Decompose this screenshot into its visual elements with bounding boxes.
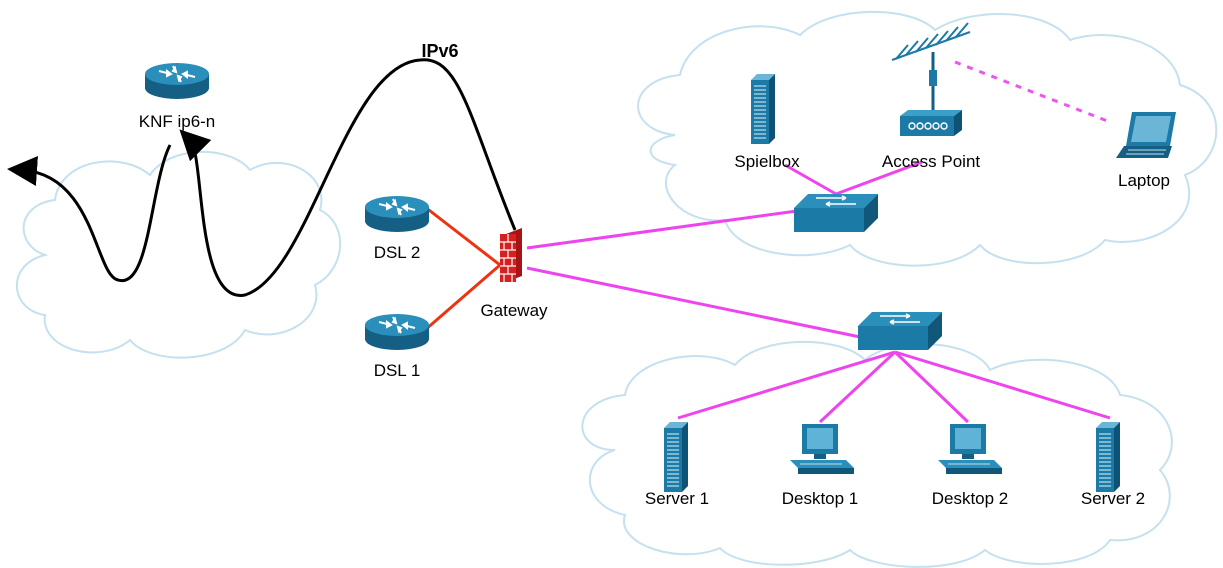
access-point-label: Access Point xyxy=(882,152,981,171)
router-icon[interactable] xyxy=(144,62,210,100)
spielbox-label: Spielbox xyxy=(734,152,800,171)
access-point-icon[interactable] xyxy=(900,110,962,136)
dsl2-label: DSL 2 xyxy=(374,243,421,262)
router-icon[interactable] xyxy=(364,313,430,351)
ipv6-tunnel-line xyxy=(179,58,517,297)
tunnel-label: IPv6 xyxy=(421,41,458,61)
wlan-link xyxy=(954,60,1111,124)
gateway-label: Gateway xyxy=(480,301,548,320)
server1-label: Server 1 xyxy=(645,489,709,508)
lan-links xyxy=(526,160,1111,424)
switch-icon[interactable] xyxy=(857,311,943,351)
switch-icon[interactable] xyxy=(793,193,879,233)
knf-router-label: KNF ip6-n xyxy=(139,112,216,131)
firewall-icon[interactable] xyxy=(500,228,522,282)
wan-links xyxy=(424,205,501,332)
desktop1-label: Desktop 1 xyxy=(782,489,859,508)
internet-uplink-line xyxy=(7,144,172,282)
server-icon[interactable] xyxy=(1095,421,1121,493)
server-icon[interactable] xyxy=(750,73,776,145)
wlan-cloud xyxy=(637,10,1218,267)
server-icon[interactable] xyxy=(663,421,689,493)
internet-cloud xyxy=(15,150,342,359)
desktop2-label: Desktop 2 xyxy=(932,489,1009,508)
laptop-label: Laptop xyxy=(1118,171,1170,190)
antenna-icon xyxy=(891,22,971,112)
lan-cloud xyxy=(581,340,1173,568)
router-icon[interactable] xyxy=(364,195,430,233)
server2-label: Server 2 xyxy=(1081,489,1145,508)
dsl1-label: DSL 1 xyxy=(374,361,421,380)
